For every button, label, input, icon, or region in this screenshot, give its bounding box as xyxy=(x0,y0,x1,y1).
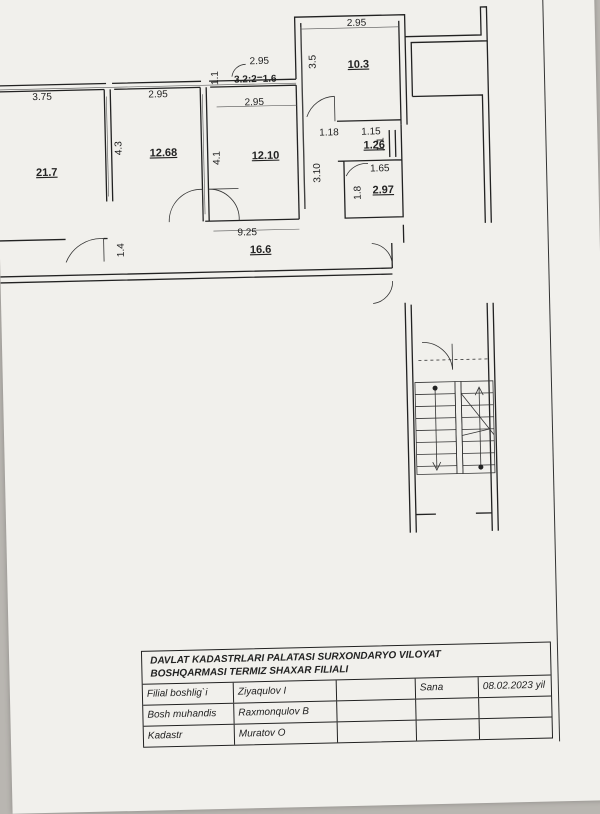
person-cell: Ziyaqulov I xyxy=(233,680,338,703)
dimension-labels: 3.75 2.95 2.95 2.95 2.95 3.2:2=1.6 1.1 4… xyxy=(32,18,390,258)
dim-label: 2.95 xyxy=(148,89,168,100)
dim-label: 9.25 xyxy=(237,227,257,238)
dim-label: 1.1 xyxy=(375,137,386,152)
empty-cell xyxy=(416,719,481,741)
dim-label: 1.8 xyxy=(352,185,363,200)
dim-label: 3.2:2=1.6 xyxy=(234,74,277,86)
room-area: 12.10 xyxy=(252,150,280,163)
signature-cell xyxy=(337,699,417,722)
stairwell xyxy=(404,302,499,533)
signature-cell xyxy=(337,720,418,743)
door-swings xyxy=(65,63,454,370)
dim-label: 3.10 xyxy=(312,163,323,183)
empty-cell xyxy=(416,698,480,720)
dim-label: 1.4 xyxy=(116,243,127,258)
dim-label: 4.3 xyxy=(113,141,124,156)
empty-cell xyxy=(480,718,552,740)
date-value-cell: 08.02.2023 yil xyxy=(482,679,546,693)
dim-label: 1.18 xyxy=(319,127,339,138)
room-area: 21.7 xyxy=(36,167,58,179)
dim-label: 1.1 xyxy=(210,71,221,86)
dimension-lines xyxy=(0,26,399,232)
dim-label: 2.95 xyxy=(249,56,269,67)
role-cell: Filial boshlig`i xyxy=(142,682,235,705)
person-cell: Raxmonqulov B xyxy=(234,701,338,724)
room-area: 2.97 xyxy=(372,184,394,196)
room-area: 1.26 xyxy=(363,139,385,151)
apartment-walls xyxy=(0,6,492,284)
room-area: 12.68 xyxy=(150,147,178,160)
dim-label: 3.75 xyxy=(32,92,52,103)
room-area: 10.3 xyxy=(348,59,370,71)
date-label-cell: Sana xyxy=(415,677,480,699)
dim-label: 2.95 xyxy=(244,97,264,108)
floor-plan: 3.75 2.95 2.95 2.95 2.95 3.2:2=1.6 1.1 4… xyxy=(0,6,499,533)
room-area-labels: 21.7 12.68 12.10 10.3 1.26 2.97 16.6 xyxy=(36,59,394,257)
dim-label: 3.5 xyxy=(307,54,318,69)
dim-label: 1.65 xyxy=(370,163,390,174)
dim-label: 2.95 xyxy=(347,18,367,29)
role-cell: Bosh muhandis xyxy=(143,703,235,726)
role-cell: Kadastr xyxy=(143,724,236,747)
room-area: 16.6 xyxy=(250,244,272,256)
signature-cell xyxy=(336,678,417,701)
empty-cell xyxy=(479,697,551,719)
person-cell: Muratov O xyxy=(234,722,339,745)
title-block: DAVLAT KADASTRLARI PALATASI SURXONDARYO … xyxy=(140,641,554,748)
dim-label: 4.1 xyxy=(212,151,223,166)
dim-label: 1.15 xyxy=(361,126,381,137)
